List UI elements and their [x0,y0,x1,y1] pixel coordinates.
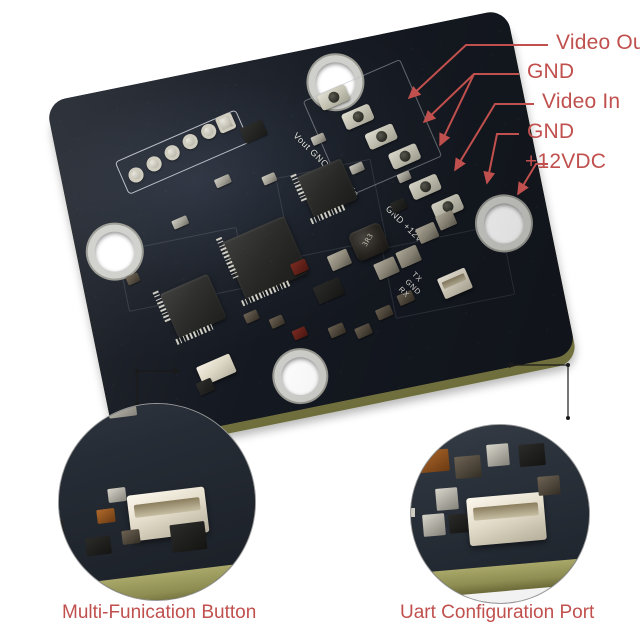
inset-caption-multi-function-button: Multi-Funication Button [62,602,257,623]
callout-label-plus-12vdc: +12VDC [525,150,607,173]
smd-component [327,322,347,339]
smd-component [261,171,278,186]
pad-gnd-power [407,173,443,201]
header-pad [162,142,183,163]
smd-component [291,325,309,341]
callout-label-video-in: Video In [542,90,621,113]
inset-uart-configuration-port [410,424,590,604]
header-pad [144,153,164,174]
smd-component [239,119,268,144]
smd-component [213,173,233,189]
smd-component [171,215,190,230]
inset-content [411,425,589,603]
smd-component [243,309,260,325]
callout-label-gnd-top: GND [527,60,575,83]
header-pad [198,121,219,142]
header-pad-square [214,111,237,135]
inductor-marking: 3R3 [360,231,376,249]
callout-label-video-out: Video Out [556,31,640,54]
mounting-hole [277,353,323,399]
inset-content [59,404,255,600]
header-pad [180,131,201,152]
inset-multi-function-button [58,403,256,601]
smd-component [389,197,408,214]
smd-component [354,322,374,340]
header-pad [126,165,146,185]
pcb-board: Vout GNC GND Vin GND +12v [45,8,579,457]
pcb-surface: Vout GNC GND Vin GND +12v [45,8,577,448]
inset-caption-uart-configuration-port: Uart Configuration Port [400,602,595,623]
smd-component [268,314,286,330]
capacitor [326,248,353,272]
smd-component [374,304,394,321]
smd-component [312,276,346,305]
callout-label-gnd-power: GND [527,120,575,143]
uart-connector-zoom [466,491,547,547]
